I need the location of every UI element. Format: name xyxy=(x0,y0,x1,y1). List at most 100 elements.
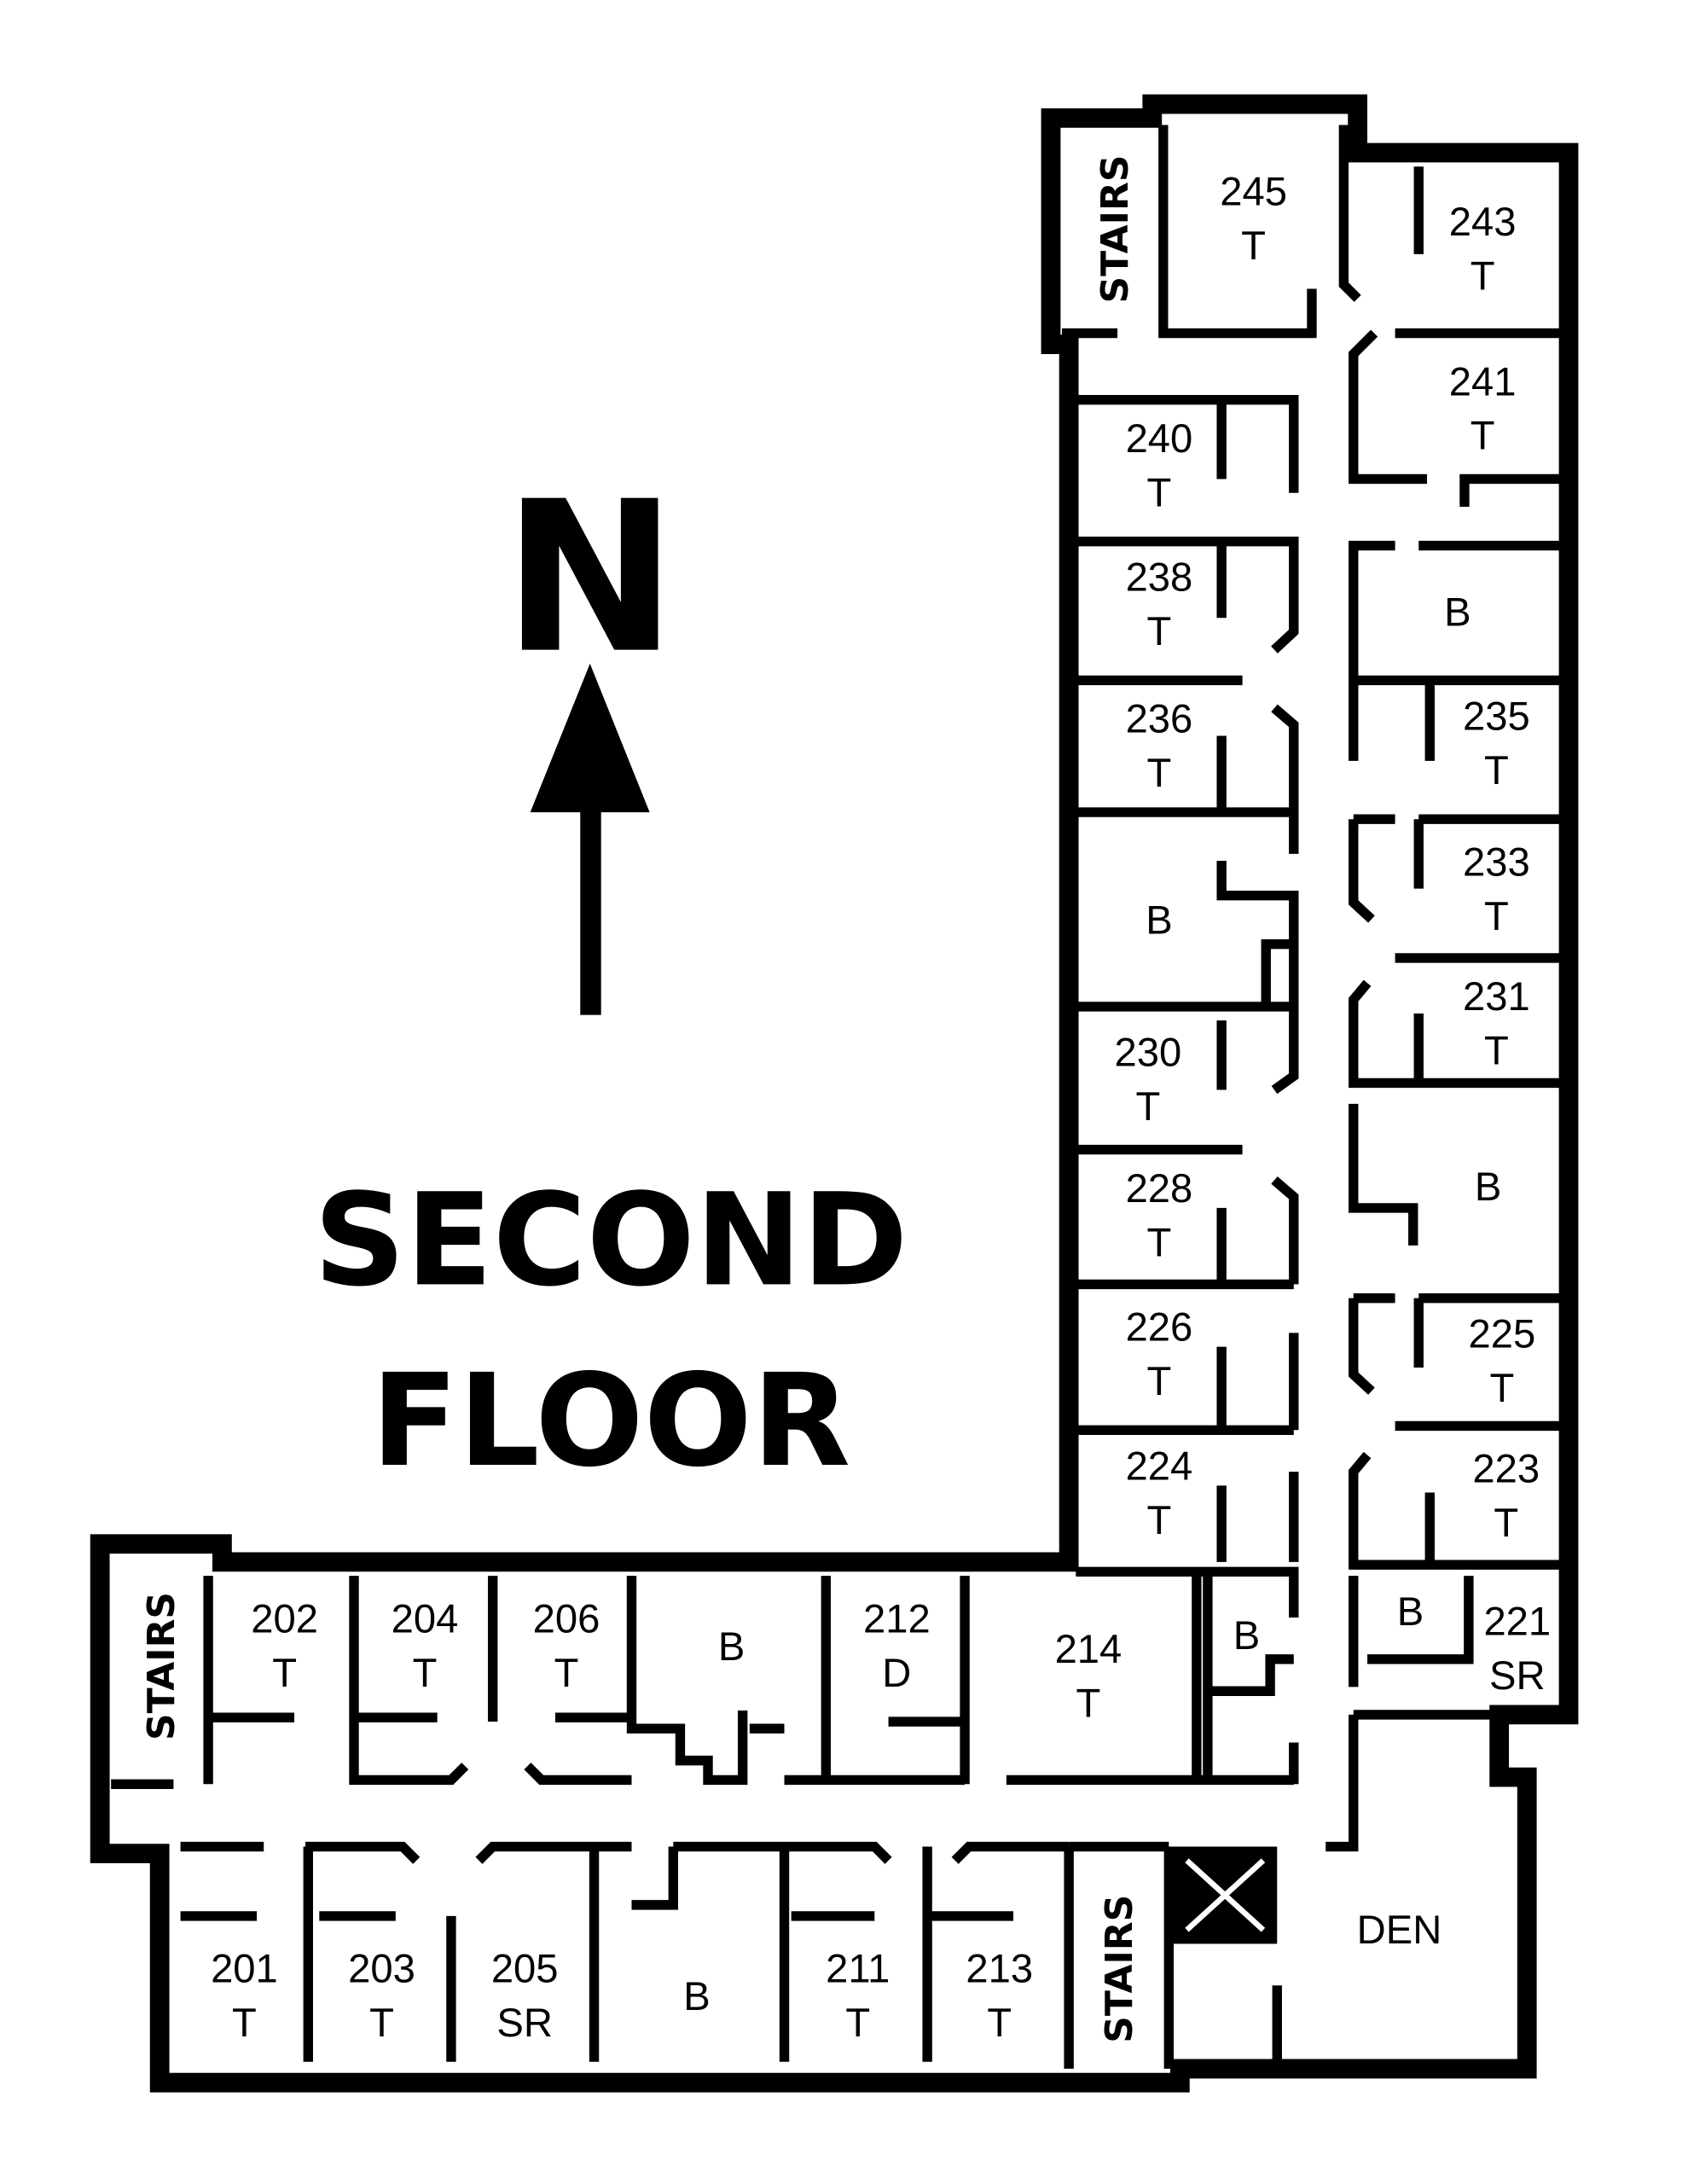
room-type: B xyxy=(683,1974,710,2019)
north-arrow-icon xyxy=(530,663,650,1015)
wall-segment xyxy=(1271,1176,1299,1285)
wall-segment xyxy=(524,1763,632,1786)
room-bath-25: B xyxy=(1397,1589,1424,1635)
room-type: T xyxy=(1484,1029,1509,1074)
wall-segment xyxy=(626,1576,748,1786)
wall-segment xyxy=(951,1841,1070,1864)
wall-segment xyxy=(1076,1566,1299,1618)
room-type: T xyxy=(1147,1220,1172,1265)
room-number: 225 xyxy=(1469,1312,1536,1357)
stairs-label-north: STAIRS xyxy=(1093,155,1137,304)
outer-wall xyxy=(90,94,1579,2093)
elevator xyxy=(1173,1846,1278,1944)
wall-segment xyxy=(1076,1002,1299,1095)
room-number: 201 xyxy=(211,1946,278,1991)
room-number: 211 xyxy=(826,1946,890,1991)
wall-segment xyxy=(1367,1576,1474,1664)
room-type: T xyxy=(1241,224,1266,269)
room-number: 233 xyxy=(1463,839,1530,885)
wall-segment xyxy=(1349,1298,1375,1395)
room-type: D xyxy=(882,1651,911,1696)
room-number: 241 xyxy=(1449,359,1517,404)
wall-segment xyxy=(1349,1103,1418,1246)
room-type: T xyxy=(413,1651,438,1696)
room-type: T xyxy=(1484,748,1509,793)
stairs-label-south: STAIRS xyxy=(1098,1895,1141,2043)
interior-walls xyxy=(111,125,1562,2069)
wall-segment xyxy=(1459,473,1562,508)
room-number: 226 xyxy=(1126,1305,1193,1350)
room-type: T xyxy=(1490,1366,1515,1411)
room-type: B xyxy=(1444,590,1470,635)
wall-segment xyxy=(631,1846,679,1910)
room-number: 202 xyxy=(251,1596,318,1641)
room-number: 205 xyxy=(491,1946,559,1991)
wall-segment xyxy=(1207,1654,1294,1696)
floor-title-line1: SECOND xyxy=(314,1166,908,1315)
room-bath-12: B xyxy=(1475,1165,1501,1210)
room-type: B xyxy=(1397,1589,1424,1635)
wall-segment xyxy=(1349,1451,1562,1570)
floor-title-line2: FLOOR xyxy=(371,1347,850,1496)
room-type: B xyxy=(1233,1613,1260,1658)
wall-segment xyxy=(305,1841,421,1864)
room-bath-9: B xyxy=(1146,898,1172,944)
wall-segment xyxy=(1338,125,1361,302)
room-type: T xyxy=(232,2001,257,2046)
wall-segment xyxy=(1349,819,1375,923)
room-number: 213 xyxy=(966,1946,1033,1991)
room-number: 243 xyxy=(1449,200,1517,245)
room-number: 204 xyxy=(392,1596,459,1641)
room-number: 230 xyxy=(1115,1030,1182,1075)
room-number: 235 xyxy=(1463,694,1530,739)
wall-segment xyxy=(1076,537,1299,653)
room-number: 245 xyxy=(1220,169,1287,214)
room-type: T xyxy=(1494,1501,1518,1546)
wall-segment xyxy=(673,1841,892,1864)
room-number: 236 xyxy=(1126,697,1193,742)
room-type: T xyxy=(1147,1359,1172,1404)
room-number: 228 xyxy=(1126,1166,1193,1211)
room-type: T xyxy=(1136,1084,1161,1130)
room-bath-30: B xyxy=(683,1974,710,2019)
room-number: 240 xyxy=(1126,416,1193,462)
room-number: 214 xyxy=(1055,1627,1122,1672)
room-bath-24: B xyxy=(1233,1613,1260,1658)
room-type: B xyxy=(1146,898,1172,944)
room-number: 212 xyxy=(863,1596,931,1641)
room-type: SR xyxy=(496,2001,553,2046)
room-type: B xyxy=(1475,1165,1501,1210)
room-number: 238 xyxy=(1126,555,1193,601)
wall-segment xyxy=(1349,540,1395,761)
room-type: T xyxy=(554,1651,579,1696)
room-number: 223 xyxy=(1472,1447,1540,1492)
room-type: T xyxy=(1076,1682,1101,1727)
wall-segment xyxy=(1349,979,1562,1089)
room-bath-5: B xyxy=(1444,590,1470,635)
room-number: 203 xyxy=(348,1946,415,1991)
room-type: T xyxy=(1147,470,1172,515)
wall-segment xyxy=(1076,395,1299,493)
stairs-label-west: STAIRS xyxy=(140,1592,183,1740)
wall-segment xyxy=(1216,861,1299,1007)
